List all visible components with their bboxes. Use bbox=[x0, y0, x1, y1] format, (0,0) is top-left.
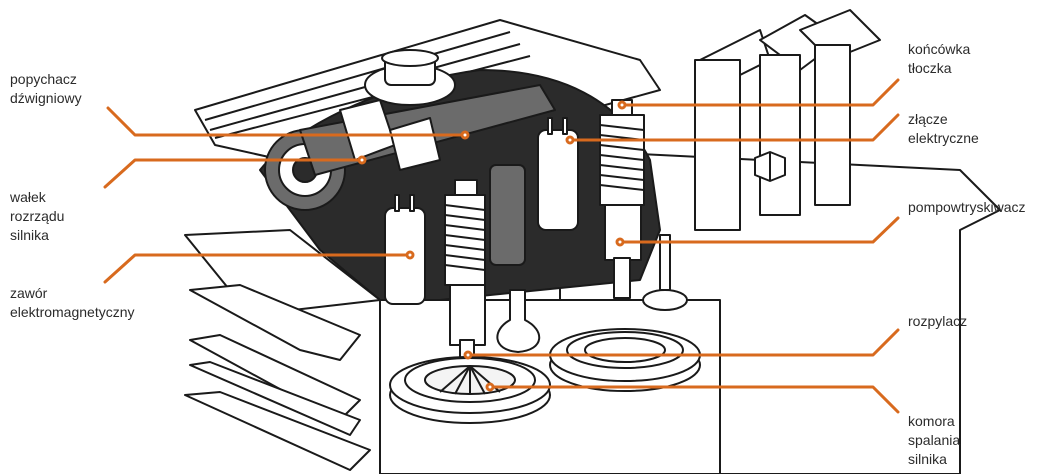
label-zawor: zawór elektromagnetyczny bbox=[10, 285, 135, 320]
label-pompowtryskiwacz: pompowtryskiwacz bbox=[908, 199, 1026, 215]
housing-block bbox=[694, 59, 741, 231]
lower-panel bbox=[189, 284, 361, 361]
solenoid-valve-right bbox=[537, 129, 579, 231]
valve-head bbox=[642, 289, 688, 311]
label-koncowka: końcówka tłoczka bbox=[908, 41, 971, 76]
pump-injector-right bbox=[599, 99, 645, 299]
label-rozpylacz: rozpylacz bbox=[908, 313, 968, 329]
label-komora: komora spalania silnika bbox=[908, 413, 961, 467]
leader-walek bbox=[103, 158, 364, 189]
leader-pompowtryskiwacz bbox=[618, 216, 900, 244]
leader-komora bbox=[488, 385, 900, 414]
housing-block bbox=[759, 54, 801, 216]
combustion-chamber-left bbox=[389, 356, 551, 424]
combustion-chamber-right bbox=[549, 328, 701, 392]
cam-lobe bbox=[389, 117, 441, 171]
leader-popychacz bbox=[106, 106, 467, 137]
lower-bar bbox=[184, 391, 371, 471]
injector-left bbox=[444, 179, 486, 363]
engine-illustration bbox=[184, 9, 1001, 474]
leader-lines bbox=[103, 78, 900, 414]
leader-zawor bbox=[103, 253, 412, 284]
label-walek: wałek rozrządu silnika bbox=[10, 189, 65, 243]
glow-plug bbox=[496, 289, 541, 353]
leader-zlacze bbox=[568, 113, 900, 142]
label-popychacz: popychacz dźwigniowy bbox=[10, 71, 82, 106]
leader-koncowka bbox=[620, 78, 900, 107]
spring-dark bbox=[489, 164, 526, 266]
housing-block bbox=[814, 44, 851, 206]
lower-panel bbox=[189, 361, 361, 436]
leader-rozpylacz bbox=[466, 328, 900, 357]
label-zlacze: złącze elektryczne bbox=[908, 111, 979, 146]
